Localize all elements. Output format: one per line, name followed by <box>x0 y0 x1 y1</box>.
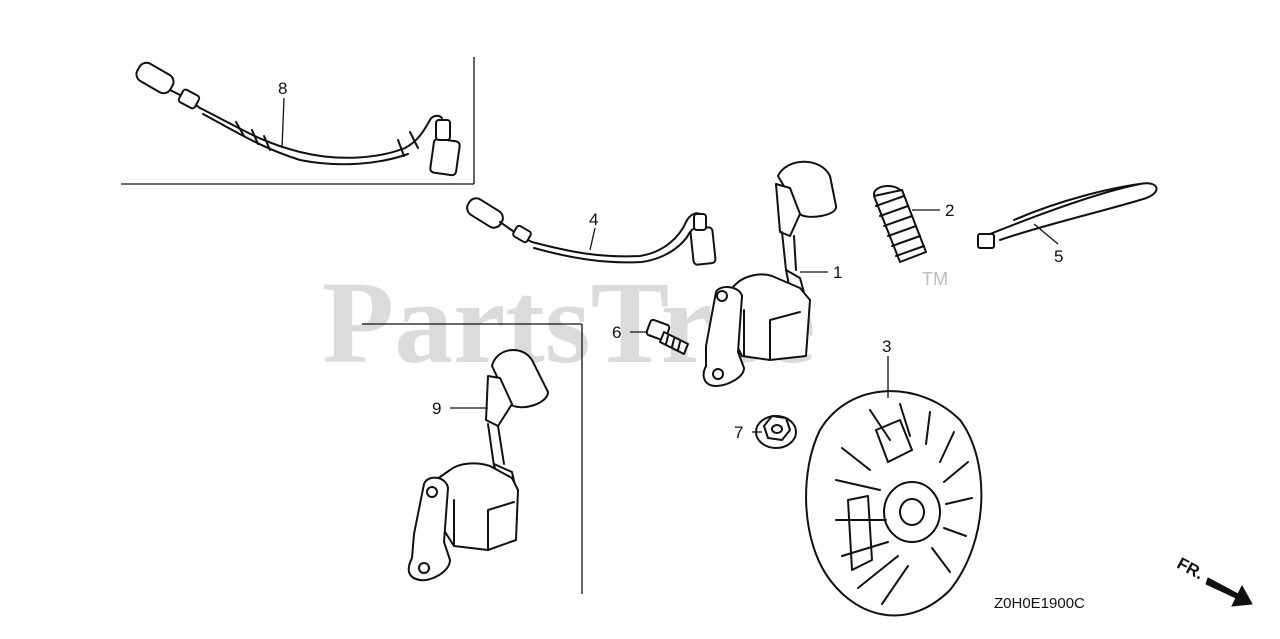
diagram-code: Z0H0E1900C <box>994 595 1085 612</box>
part-4-drawing[interactable] <box>464 195 717 266</box>
callout-5: 5 <box>1054 247 1063 266</box>
inset-frame-bottom-left <box>362 323 583 594</box>
callout-8: 8 <box>278 79 287 98</box>
part-7-drawing[interactable] <box>755 415 797 449</box>
watermark-trademark: TM <box>922 269 948 289</box>
callout-9: 9 <box>432 399 441 418</box>
callout-3: 3 <box>882 337 891 356</box>
part-9-drawing[interactable] <box>407 349 549 582</box>
callout-2: 2 <box>945 201 954 220</box>
callout-4: 4 <box>589 210 598 229</box>
part-5-drawing[interactable] <box>977 182 1158 249</box>
part-2-drawing[interactable] <box>873 185 927 263</box>
callout-6: 6 <box>612 323 621 342</box>
direction-indicator: FR. <box>1174 554 1253 607</box>
direction-label: FR. <box>1174 554 1207 584</box>
part-1-drawing[interactable] <box>702 160 837 387</box>
direction-arrow-icon <box>1205 577 1253 607</box>
part-6-drawing[interactable] <box>645 318 689 355</box>
leader-lines <box>281 97 1059 433</box>
callout-1: 1 <box>833 263 842 282</box>
callout-7: 7 <box>734 423 743 442</box>
part-8-drawing[interactable] <box>134 60 461 177</box>
part-3-drawing[interactable] <box>805 390 983 617</box>
inset-frame-top-left <box>121 57 475 185</box>
watermark: PartsTree TM <box>322 257 948 388</box>
